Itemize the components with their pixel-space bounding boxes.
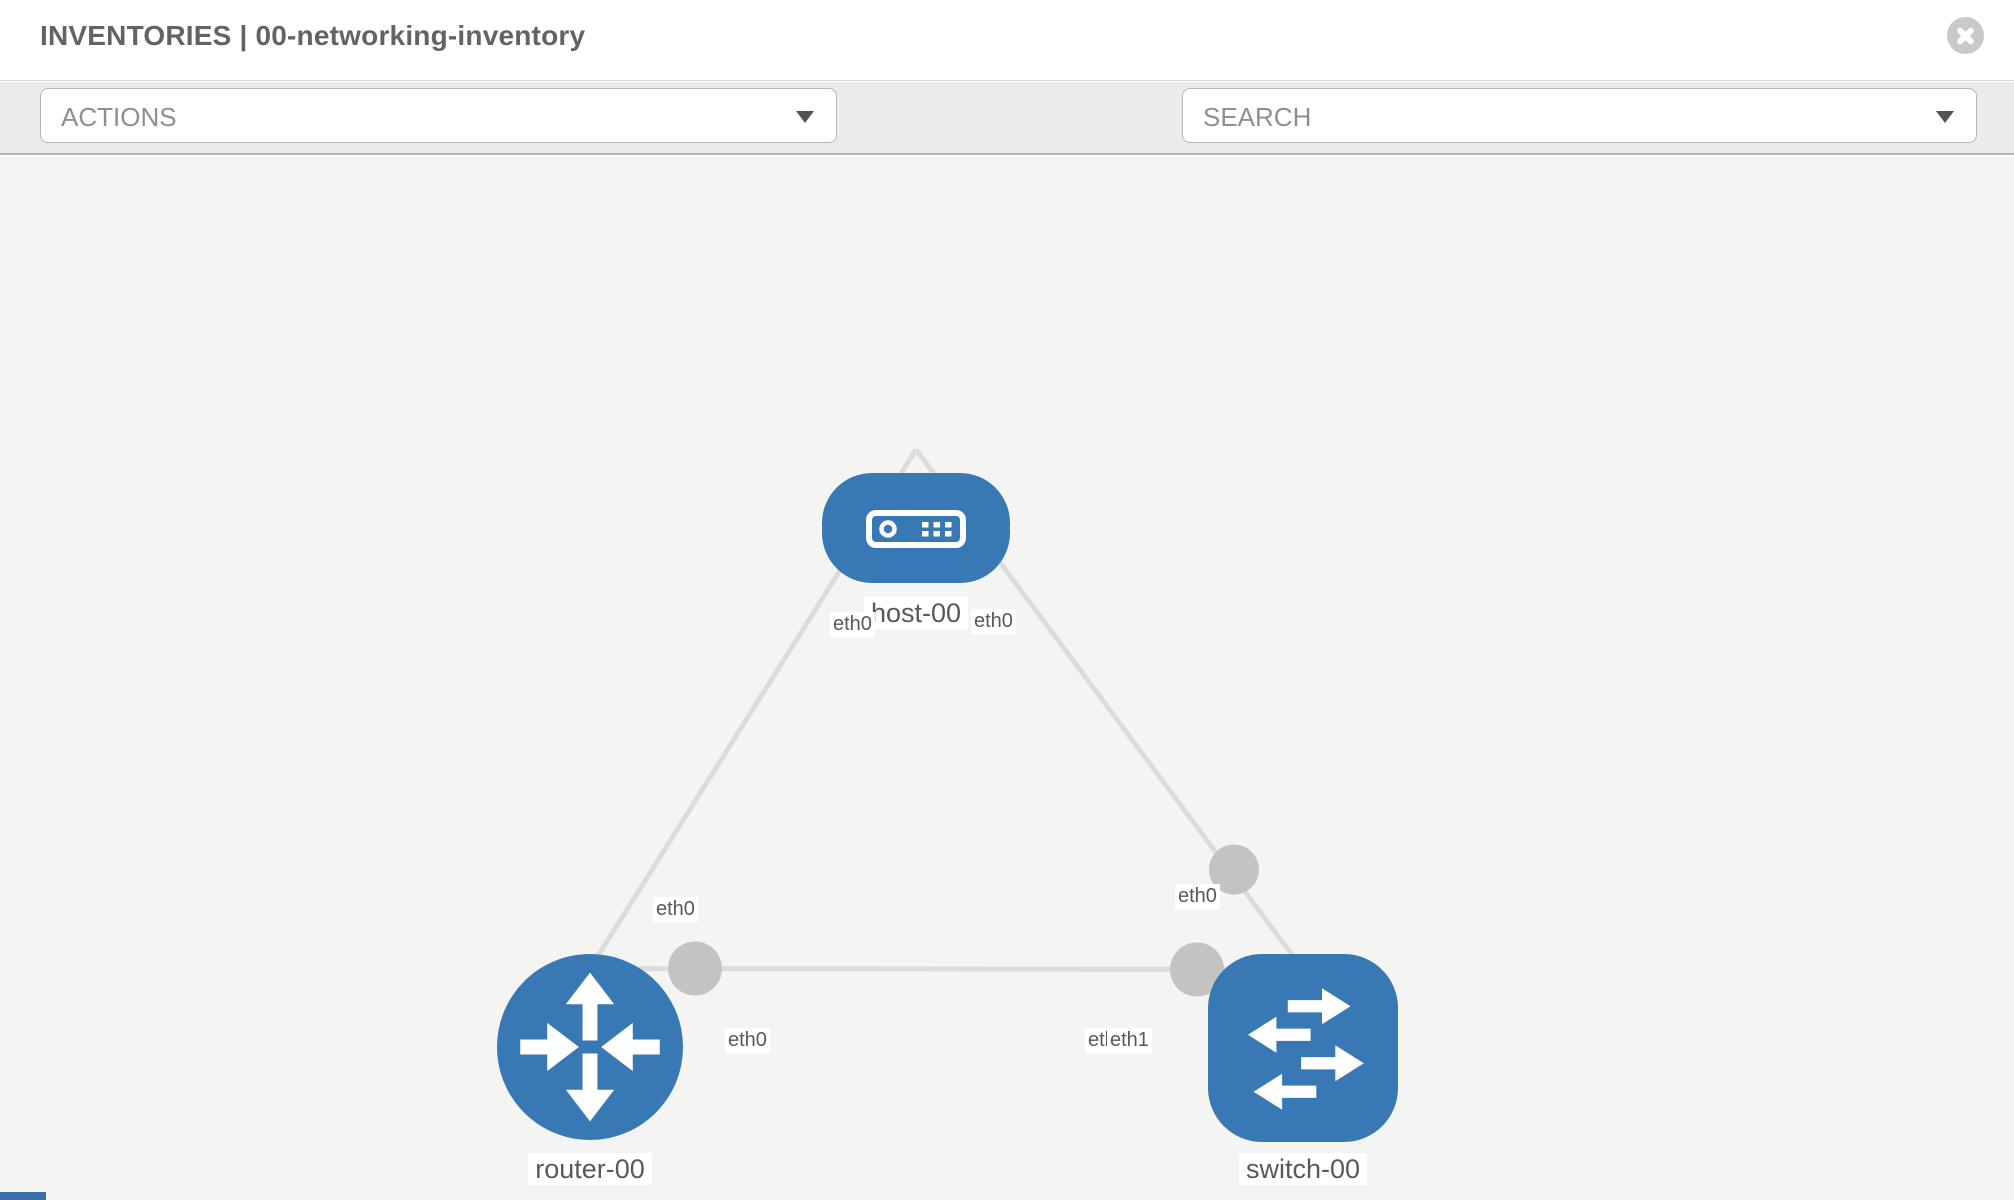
search-dropdown-label: SEARCH (1203, 102, 1312, 132)
node-router-00[interactable] (497, 954, 683, 1140)
edges-layer (587, 448, 1306, 997)
link-router-switch (589, 966, 1304, 972)
node-label-switch: switch-00 (1238, 1153, 1368, 1185)
topology-canvas[interactable]: host-00 router-00 switch-00 eth0 eth0 et… (0, 157, 2014, 1200)
node-label-host: host-00 (863, 597, 969, 629)
header: INVENTORIES | 00-networking-inventory (0, 0, 2014, 81)
iface-label-switch-eth1: eth1 (1107, 1028, 1152, 1053)
router-arrows-icon (520, 972, 660, 1122)
node-label-router: router-00 (528, 1153, 652, 1185)
actions-dropdown[interactable]: ACTIONS (40, 88, 837, 143)
iface-label-host-eth0-right: eth0 (971, 609, 1016, 634)
chevron-down-icon (1936, 111, 1954, 123)
switch-arrows-icon (1247, 988, 1364, 1110)
iface-label-host-eth0-left: eth0 (830, 612, 875, 637)
search-dropdown[interactable]: SEARCH (1182, 88, 1977, 143)
page-title: INVENTORIES | 00-networking-inventory (40, 20, 586, 51)
iface-label-router-eth0-up: eth0 (653, 897, 698, 922)
node-host-00[interactable] (822, 473, 1010, 583)
iface-label-switch-eth0: eth0 (1175, 884, 1220, 909)
close-button[interactable] (1947, 17, 1984, 54)
actions-dropdown-label: ACTIONS (61, 102, 177, 132)
toolbar: ACTIONS SEARCH (0, 82, 2014, 211)
bottom-left-blue-strip (0, 1192, 46, 1200)
server-icon (866, 510, 966, 548)
chevron-down-icon (796, 111, 814, 123)
iface-label-switch-eth1-overlap: eth0 eth1 (1085, 1028, 1175, 1053)
iface-label-router-eth0-lan: eth0 (725, 1028, 770, 1053)
node-switch-00[interactable] (1208, 954, 1398, 1142)
